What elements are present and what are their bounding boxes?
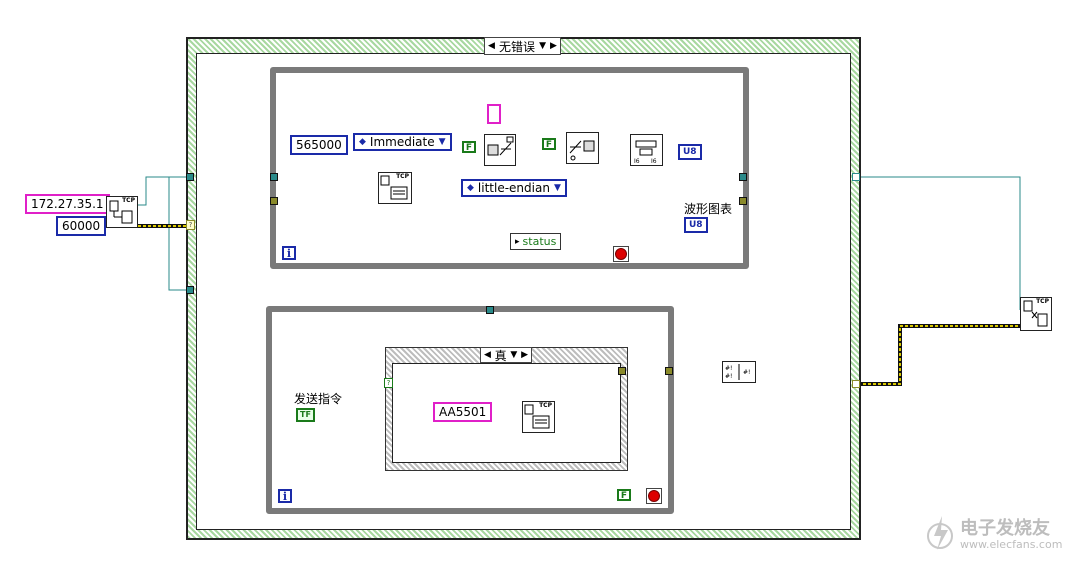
inner-case-diagram [392,363,621,463]
read-mode-value: Immediate [369,135,435,149]
flatten-to-string-node[interactable] [566,132,599,164]
error-case-selector-terminal: ? [186,220,195,230]
tcp-read-icon [380,175,408,200]
watermark-title: 电子发烧友 [960,518,1050,539]
tcp-write-vi[interactable]: TCP [522,401,555,433]
port-constant[interactable]: 60000 [56,216,107,236]
merge-errors-icon: #! #! #! [725,364,750,380]
command-constant[interactable]: AA5501 [433,402,493,422]
tcp-open-connection-vi[interactable]: TCP [106,196,138,228]
receive-loop-iteration-terminal: i [282,246,296,260]
bytes-to-read-constant[interactable]: 565000 [290,135,348,155]
byte-order-enum[interactable]: ◆ little-endian ▼ [461,179,567,197]
increment-arrow-icon[interactable]: ▶ [550,41,557,51]
case-selector-terminal: ? [384,378,393,388]
read-mode-enum[interactable]: ◆ Immediate ▼ [353,133,452,151]
dropdown-arrow-icon[interactable]: ▼ [539,41,546,51]
inner-decrement-arrow-icon[interactable]: ◀ [484,350,491,360]
empty-string-constant[interactable] [487,104,501,124]
svg-text:#!: #! [725,373,732,380]
tunnel-err-loop-out [739,197,747,205]
byte-order-value: little-endian [477,181,550,195]
waveform-chart-terminal[interactable]: U8 [684,217,708,233]
receive-loop-stop-terminal[interactable] [613,246,629,262]
ip-address-constant[interactable]: 172.27.35.1 [25,194,110,214]
send-command-label: 发送指令 [294,392,343,406]
tcp-write-icon [524,404,550,429]
send-while-loop [266,306,674,514]
watermark-url: www.elecfans.com [960,538,1063,551]
svg-text:#!: #! [725,365,732,372]
tunnel-err-outer-out [852,380,860,388]
send-loop-stop-terminal[interactable] [646,488,662,504]
send-loop-false-constant[interactable]: F [617,489,631,501]
tcp-read-vi[interactable]: TCP [378,172,412,204]
watermark-logo-icon [927,516,953,550]
receive-while-loop [270,67,749,269]
tcp-close-icon [1023,300,1048,327]
tunnel-err-loop-in [270,197,278,205]
false-constant-1[interactable]: F [462,141,476,153]
tunnel-ref-loop-out [739,173,747,181]
svg-text:#!: #! [743,369,750,376]
stop-icon [615,248,627,260]
inner-case-selector-label: 真 [494,348,507,363]
merge-errors-node[interactable]: #! #! #! [722,361,756,383]
inner-increment-arrow-icon[interactable]: ▶ [521,350,528,360]
unbundle-status-node[interactable]: ▸ status [510,233,562,250]
u8-array-indicator-small: U8 [678,144,702,160]
unflatten-icon [487,136,514,156]
unflatten-from-string-node[interactable] [484,134,516,166]
status-label: status [522,235,557,248]
send-command-control[interactable]: TF [296,408,315,422]
tunnel-ref-send-loop [486,306,494,314]
outer-case-selector-label: 无错误 [498,39,535,54]
tunnel-ref-loop-in [270,173,278,181]
inner-dropdown-arrow-icon[interactable]: ▼ [510,350,518,360]
inner-case-selector[interactable]: ◀ 真 ▼ ▶ [480,347,532,363]
send-loop-iteration-terminal: i [278,489,292,503]
flatten-icon [569,140,595,161]
arrow-right-icon: ▸ [515,236,520,247]
outer-case-selector[interactable]: ◀ 无错误 ▼ ▶ [484,37,561,55]
enum-step-icon: ◆ [359,137,366,147]
waveform-chart-label: 波形图表 [684,202,733,216]
type-cast-icon: I6 I6 [634,140,657,165]
decrement-arrow-icon[interactable]: ◀ [488,41,495,51]
false-constant-2[interactable]: F [542,138,556,150]
type-cast-node[interactable]: I6 I6 [630,134,663,166]
svg-text:I6: I6 [651,158,657,165]
enum-step-icon-2: ◆ [467,183,474,193]
chevron-down-icon-2[interactable]: ▼ [553,183,561,193]
tunnel-ref-send-outer [186,286,194,294]
stop-icon-2 [648,490,660,502]
tunnel-ref-outer-in [186,173,194,181]
watermark: 电子发烧友 www.elecfans.com [924,508,1064,556]
chevron-down-icon[interactable]: ▼ [438,137,446,147]
tunnel-err-case-out [618,367,626,375]
tunnel-ref-outer-out [852,173,860,181]
tcp-open-icon [109,200,133,224]
tcp-close-connection-vi[interactable]: TCP [1020,297,1052,331]
tunnel-err-send-loop-out [665,367,673,375]
svg-text:I6: I6 [634,158,640,165]
